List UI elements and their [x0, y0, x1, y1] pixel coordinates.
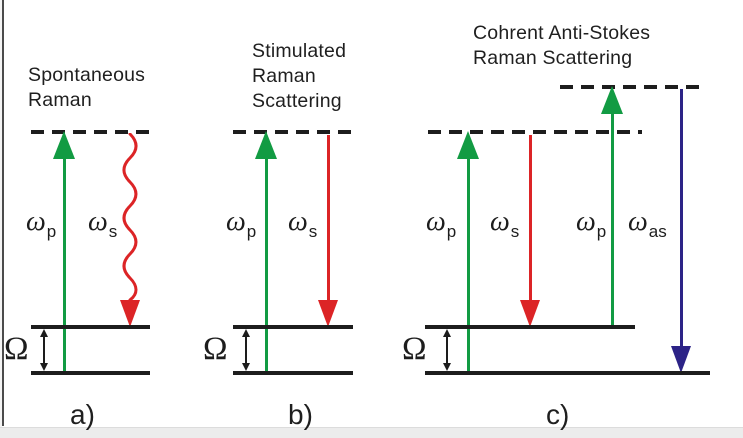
- gap-omega-label: Ω: [4, 331, 29, 367]
- gap-double-arrow-line: [245, 335, 247, 365]
- omega-stokes-label: ωs: [88, 206, 118, 241]
- panel-b-title: Stimulated Raman Scattering: [252, 40, 347, 112]
- page-edge-line: [2, 0, 4, 426]
- omega-pump-label: ωp: [226, 206, 257, 241]
- gap-arrow-top-icon: [443, 329, 451, 337]
- panel-a-letter: a): [70, 399, 95, 430]
- gap-arrow-bottom-icon: [242, 363, 250, 371]
- pump-arrowhead-icon: [255, 131, 277, 159]
- omega-stokes-label: ωs: [490, 206, 520, 241]
- gap-omega-label: Ω: [203, 331, 228, 367]
- ground-level-line: [31, 371, 150, 375]
- pump-arrowhead-icon: [53, 131, 75, 159]
- pump2-arrowhead-icon: [601, 86, 623, 114]
- lower-virtual-level-dashed-line: [428, 130, 642, 134]
- page-left-margin: [0, 0, 2, 427]
- pump2-arrow-line: [610, 111, 614, 328]
- gap-arrow-bottom-icon: [443, 363, 451, 371]
- antistokes-arrow-line: [679, 89, 683, 348]
- omega-pump1-label: ωp: [426, 206, 457, 241]
- pump1-arrowhead-icon: [457, 131, 479, 159]
- omega-pump-label: ωp: [26, 206, 57, 241]
- ground-level-line: [425, 371, 710, 375]
- stokes-arrowhead-icon: [318, 300, 338, 327]
- stokes-arrow-line: [326, 135, 330, 303]
- upper-virtual-level-dashed-line: [560, 85, 704, 89]
- vibrational-level-line: [233, 325, 353, 329]
- ground-level-line: [233, 371, 353, 375]
- stokes-wavy-arrow-line: [122, 133, 138, 301]
- gap-arrow-bottom-icon: [40, 363, 48, 371]
- antistokes-arrowhead-icon: [671, 346, 691, 373]
- panel-a-title: Spontaneous Raman: [28, 64, 146, 111]
- gap-arrow-top-icon: [242, 329, 250, 337]
- stokes-arrowhead-icon: [520, 300, 540, 327]
- omega-pump2-label: ωp: [576, 206, 607, 241]
- pump-arrow-line: [62, 156, 66, 373]
- pump-arrow-line: [264, 156, 268, 373]
- virtual-level-dashed-line: [233, 130, 357, 134]
- panel-b-letter: b): [288, 399, 313, 430]
- stokes-arrow-line: [528, 135, 532, 303]
- panel-c-letter: c): [546, 399, 570, 430]
- virtual-level-dashed-line: [31, 130, 157, 134]
- gap-double-arrow-line: [43, 335, 45, 365]
- pump1-arrow-line: [466, 156, 470, 373]
- page-bottom-bar: [0, 427, 743, 438]
- gap-arrow-top-icon: [40, 329, 48, 337]
- stokes-arrowhead-icon: [120, 300, 140, 327]
- omega-antistokes-label: ωas: [628, 206, 667, 241]
- panel-c-title: Cohrent Anti-Stokes Raman Scattering: [473, 22, 651, 69]
- gap-double-arrow-line: [446, 335, 448, 365]
- omega-stokes-label: ωs: [288, 206, 318, 241]
- gap-omega-label: Ω: [402, 331, 427, 367]
- vibrational-level-line: [31, 325, 150, 329]
- vibrational-level-line: [425, 325, 635, 329]
